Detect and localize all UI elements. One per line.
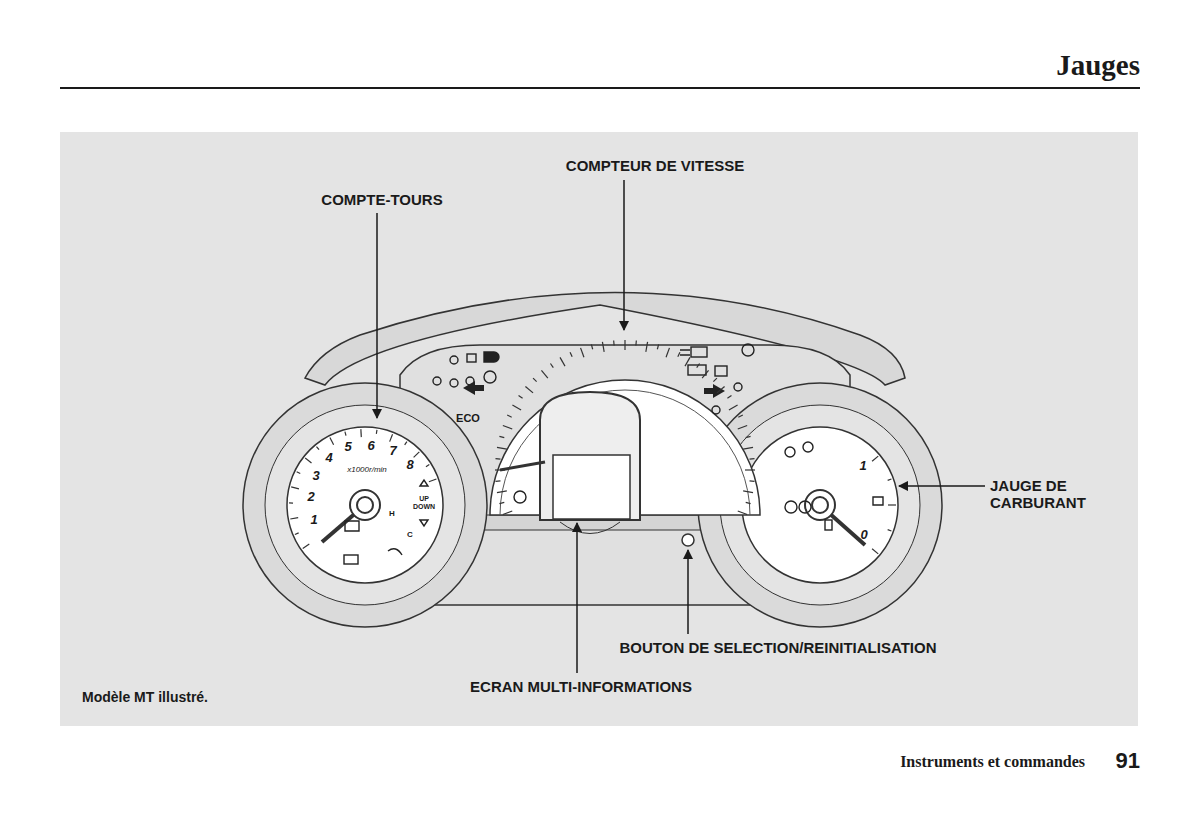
dial-unit: x1000r/min — [347, 465, 387, 474]
dial-tick — [750, 458, 755, 460]
dial-tick — [495, 480, 500, 482]
dial-tick — [289, 502, 293, 503]
dial-tick — [646, 342, 648, 352]
dial-tick — [512, 405, 521, 410]
dial-tick — [429, 479, 437, 482]
dial-tick — [746, 502, 751, 503]
dial-number: 6 — [367, 439, 374, 454]
page-number: 91 — [1116, 748, 1140, 773]
callout-label: ECRAN MULTI-INFORMATIONS — [470, 678, 692, 695]
dial-tick — [613, 340, 615, 345]
dial-tick — [297, 472, 301, 474]
dial-tick — [519, 395, 523, 398]
dial-number: 7 — [389, 444, 396, 459]
dial-tick — [426, 465, 429, 467]
dial-tick — [291, 487, 299, 489]
dial-tick — [414, 452, 420, 458]
dial-tick — [499, 502, 504, 503]
dial-tick — [503, 426, 512, 429]
dial-tick — [685, 357, 690, 366]
dial-tick — [888, 530, 892, 531]
dial-tick — [295, 533, 299, 535]
dial-tick — [507, 415, 512, 417]
dial-tick — [872, 549, 878, 554]
dial-tick — [591, 344, 592, 349]
dial-number: 4 — [325, 451, 332, 466]
dial-tick — [743, 491, 753, 493]
callout-label: COMPTEUR DE VITESSE — [566, 157, 744, 174]
fuel-number: 1 — [859, 459, 866, 474]
dial-tick — [702, 370, 708, 378]
dial-tick — [290, 518, 298, 519]
dial-tick — [376, 430, 378, 434]
dial-tick — [525, 386, 533, 392]
callout-label: COMPTE-TOURS — [321, 191, 442, 208]
page-title: Jauges — [1056, 49, 1140, 82]
dial-tick — [666, 348, 669, 357]
note-text: Modèle MT illustré. — [82, 689, 208, 705]
dial-tick — [738, 415, 743, 417]
dial-tick — [743, 447, 753, 449]
dial-number: 3 — [312, 469, 319, 484]
dial-tick — [657, 344, 658, 349]
dial-tick — [746, 436, 751, 437]
dial-tick — [697, 364, 700, 368]
temp-mark: H — [389, 509, 395, 518]
fuel-number: 0 — [860, 528, 867, 543]
dial-tick — [497, 447, 507, 449]
dial-tick — [717, 386, 725, 392]
dial-tick — [872, 456, 878, 461]
dial-tick — [495, 458, 500, 460]
dial-tick — [360, 429, 362, 437]
dial-number: 2 — [307, 490, 314, 505]
dial-tick — [550, 364, 553, 368]
dial-tick — [330, 438, 334, 445]
dial-tick — [745, 469, 755, 470]
dial-tick — [390, 434, 393, 441]
dial-number: 1 — [310, 513, 317, 528]
dial-tick — [727, 395, 731, 398]
dial-tick — [738, 511, 747, 514]
dial-tick — [405, 442, 407, 445]
dial-tick — [305, 458, 311, 463]
dial-tick — [503, 511, 512, 514]
dial-tick — [533, 378, 537, 382]
temp-mark: C — [407, 530, 413, 539]
dial-tick — [303, 544, 310, 549]
dial-tick — [635, 340, 637, 345]
dial-tick — [316, 447, 319, 450]
dial-tick — [581, 348, 584, 357]
dial-tick — [624, 340, 625, 350]
dial-number: 8 — [406, 458, 413, 473]
dial-tick — [495, 469, 505, 470]
eco-indicator: ECO — [456, 412, 480, 425]
dial-tick — [345, 432, 346, 436]
dial-tick — [713, 378, 717, 382]
dial-tick — [750, 480, 755, 482]
dial-tick — [570, 352, 572, 357]
dial-tick — [560, 357, 565, 366]
callout-label: BOUTON DE SELECTION/REINITIALISATION — [620, 639, 937, 656]
dial-tick — [602, 342, 604, 352]
dial-tick — [738, 426, 747, 429]
dial-tick — [888, 504, 896, 505]
footer-text: Instruments et commandes — [900, 753, 1085, 771]
dial-tick — [678, 352, 680, 357]
dial-tick — [888, 479, 892, 480]
dial-tick — [499, 436, 504, 437]
dial-number: 5 — [344, 440, 351, 455]
callout-label: JAUGE DE CARBURANT — [990, 477, 1100, 512]
dial-tick — [729, 405, 738, 410]
dial-tick — [541, 370, 547, 378]
dial-tick — [497, 491, 507, 493]
shift-indicator: UP DOWN — [409, 495, 439, 511]
